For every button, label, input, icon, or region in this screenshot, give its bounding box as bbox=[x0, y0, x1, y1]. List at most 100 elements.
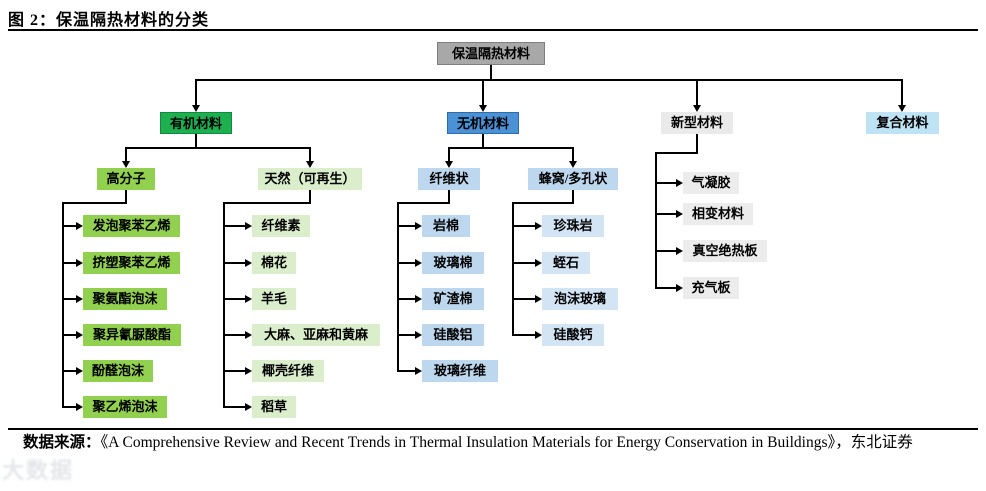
arrow-right-icon bbox=[245, 259, 252, 267]
connector-line bbox=[195, 79, 903, 81]
connector-line bbox=[195, 79, 197, 106]
leaf-node: 相变材料 bbox=[683, 203, 753, 225]
arrow-right-icon bbox=[76, 259, 83, 267]
leaf-node: 棉花 bbox=[252, 252, 296, 274]
leaf-node: 酚醛泡沫 bbox=[83, 360, 153, 382]
connector-line bbox=[223, 334, 246, 336]
connector-line bbox=[309, 190, 311, 204]
source-prefix: 数据来源： bbox=[23, 434, 101, 451]
leaf-node: 珍珠岩 bbox=[542, 215, 604, 237]
connector-line bbox=[512, 225, 536, 227]
node-fibrous: 纤维状 bbox=[418, 168, 480, 190]
arrow-down-icon bbox=[898, 105, 906, 112]
connector-line bbox=[397, 202, 450, 204]
arrow-down-icon bbox=[445, 161, 453, 168]
leaf-node: 岩棉 bbox=[422, 215, 470, 237]
arrow-down-icon bbox=[192, 105, 200, 112]
arrow-right-icon bbox=[676, 284, 683, 292]
connector-line bbox=[223, 262, 246, 264]
connector-line bbox=[309, 147, 311, 162]
arrow-down-icon bbox=[479, 105, 487, 112]
connector-line bbox=[696, 79, 698, 106]
arrow-down-icon bbox=[569, 161, 577, 168]
leaf-node: 玻璃纤维 bbox=[422, 360, 498, 382]
connector-line bbox=[223, 370, 246, 372]
node-novel-materials: 新型材料 bbox=[661, 112, 733, 134]
connector-line bbox=[223, 202, 311, 204]
connector-line bbox=[62, 202, 64, 408]
arrow-right-icon bbox=[535, 295, 542, 303]
leaf-node: 泡沫玻璃 bbox=[542, 288, 618, 310]
watermark: 大数据 bbox=[2, 458, 75, 483]
arrow-right-icon bbox=[245, 295, 252, 303]
connector-line bbox=[512, 262, 536, 264]
connector-line bbox=[655, 250, 676, 252]
leaf-node: 玻璃棉 bbox=[422, 252, 484, 274]
node-organic-materials: 有机材料 bbox=[160, 112, 232, 134]
arrow-right-icon bbox=[535, 222, 542, 230]
arrow-right-icon bbox=[415, 367, 422, 375]
arrow-right-icon bbox=[76, 403, 83, 411]
arrow-down-icon bbox=[306, 161, 314, 168]
title-underline bbox=[8, 29, 978, 31]
connector-line bbox=[195, 134, 197, 148]
connector-line bbox=[512, 298, 536, 300]
connector-line bbox=[655, 152, 657, 289]
arrow-right-icon bbox=[76, 295, 83, 303]
source-note: 数据来源：《A Comprehensive Review and Recent … bbox=[8, 431, 978, 454]
connector-line bbox=[696, 134, 698, 154]
connector-line bbox=[62, 202, 127, 204]
leaf-node: 矿渣棉 bbox=[422, 288, 484, 310]
arrow-right-icon bbox=[245, 331, 252, 339]
leaf-node: 蛭石 bbox=[542, 252, 590, 274]
leaf-node: 聚乙烯泡沫 bbox=[83, 396, 167, 418]
node-natural: 天然（可再生） bbox=[258, 168, 362, 190]
source-divider bbox=[8, 428, 978, 430]
arrow-right-icon bbox=[245, 403, 252, 411]
leaf-node: 大麻、亚麻和黄麻 bbox=[252, 324, 380, 346]
arrow-right-icon bbox=[76, 222, 83, 230]
arrow-right-icon bbox=[676, 247, 683, 255]
connector-line bbox=[62, 370, 77, 372]
source-text: 《A Comprehensive Review and Recent Trend… bbox=[100, 434, 913, 451]
connector-line bbox=[397, 370, 416, 372]
arrow-right-icon bbox=[245, 367, 252, 375]
connector-line bbox=[125, 147, 127, 162]
connector-line bbox=[397, 202, 399, 372]
arrow-right-icon bbox=[676, 179, 683, 187]
node-composite-materials: 复合材料 bbox=[866, 112, 939, 134]
arrow-right-icon bbox=[676, 210, 683, 218]
connector-line bbox=[62, 406, 77, 408]
leaf-node: 气凝胶 bbox=[683, 172, 739, 194]
connector-line bbox=[397, 262, 416, 264]
connector-line bbox=[448, 147, 450, 162]
leaf-node: 聚氨酯泡沫 bbox=[83, 288, 167, 310]
leaf-node: 羊毛 bbox=[252, 288, 296, 310]
connector-line bbox=[512, 334, 536, 336]
arrow-right-icon bbox=[76, 331, 83, 339]
arrow-right-icon bbox=[535, 259, 542, 267]
arrow-down-icon bbox=[693, 105, 701, 112]
leaf-node: 充气板 bbox=[683, 277, 739, 299]
arrow-right-icon bbox=[415, 295, 422, 303]
leaf-node: 纤维素 bbox=[252, 215, 310, 237]
node-root: 保温隔热材料 bbox=[437, 42, 545, 65]
connector-line bbox=[448, 147, 574, 149]
connector-line bbox=[901, 79, 903, 106]
connector-line bbox=[448, 190, 450, 204]
connector-line bbox=[62, 262, 77, 264]
node-cellular: 蜂窝/多孔状 bbox=[528, 168, 618, 190]
leaf-node: 聚异氰脲酸酯 bbox=[83, 324, 181, 346]
connector-line bbox=[125, 190, 127, 204]
connector-line bbox=[223, 225, 246, 227]
connector-line bbox=[125, 147, 311, 149]
connector-line bbox=[62, 334, 77, 336]
connector-line bbox=[482, 134, 484, 148]
connector-line bbox=[572, 190, 574, 204]
connector-line bbox=[655, 182, 676, 184]
connector-line bbox=[512, 202, 574, 204]
figure-title: 图 2：保温隔热材料的分类 bbox=[8, 12, 210, 29]
arrow-right-icon bbox=[245, 222, 252, 230]
leaf-node: 稻草 bbox=[252, 396, 296, 418]
